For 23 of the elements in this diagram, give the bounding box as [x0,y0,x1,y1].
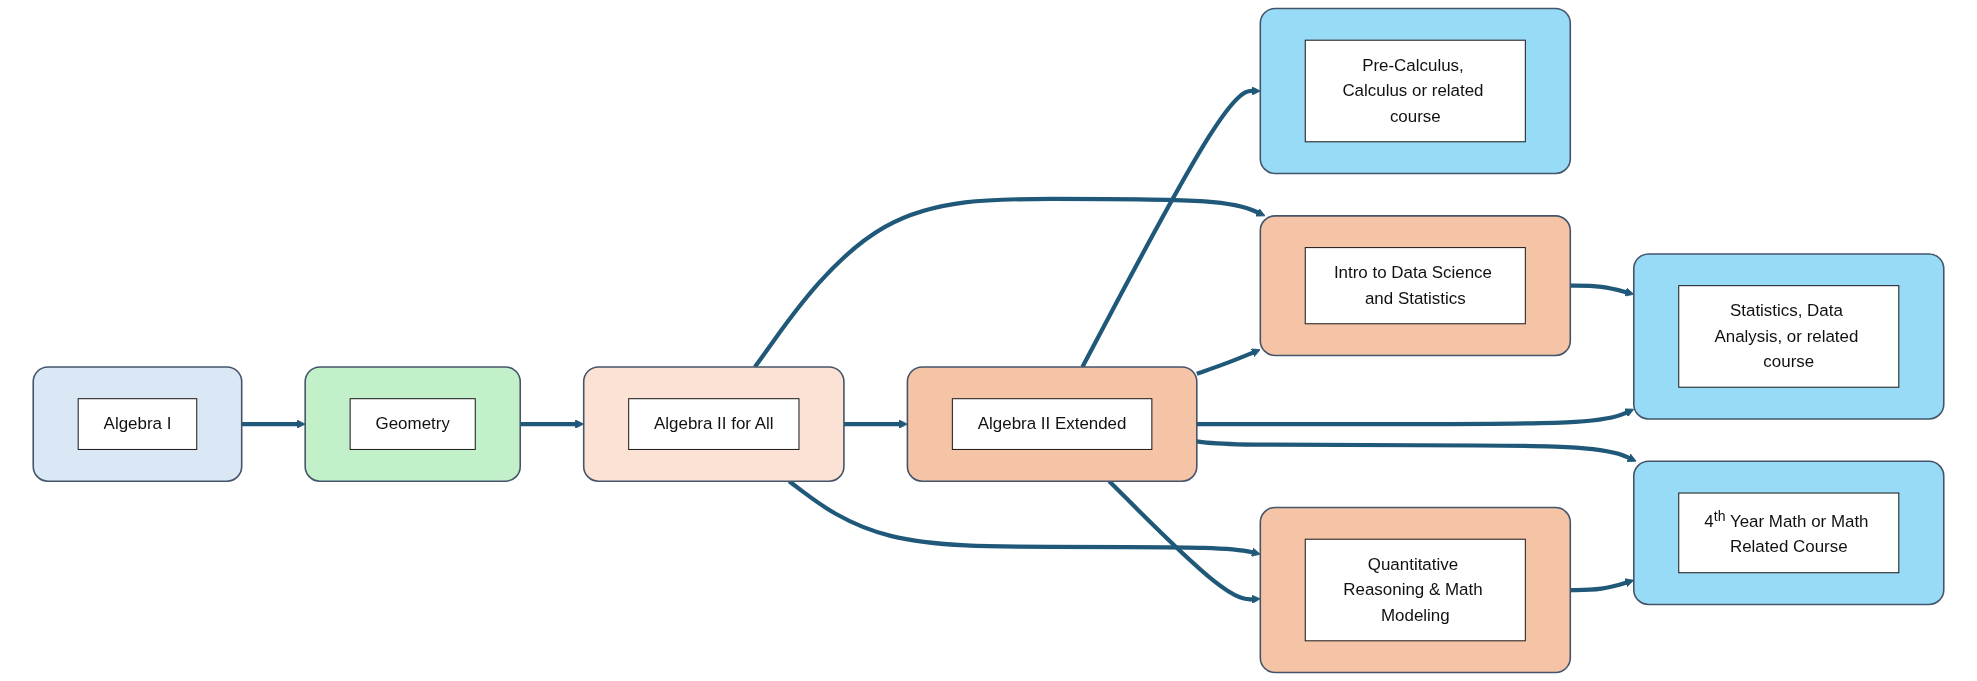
cluster [1259,7,1572,175]
node-box: Statistics, Data Analysis, or related course [1678,285,1900,388]
cluster [1259,506,1572,674]
cluster [1633,253,1945,420]
node-box: Geometry [349,398,476,450]
arrow [1196,439,1637,462]
arrow [843,419,908,429]
node-box: Algebra II for All [628,398,800,450]
cluster [1259,215,1572,357]
cluster [32,366,243,482]
arrow [1080,86,1261,368]
cluster [906,366,1198,482]
node-box: 4$^{th}$ Year Math or Math Related Course [1678,492,1900,574]
node-box: Algebra II Extended [951,398,1153,450]
arrow [241,419,306,429]
cluster [304,366,522,482]
cluster [582,366,845,482]
cluster [1633,460,1945,606]
node-box: Quantitative Reasoning & Math Modeling [1304,538,1526,642]
arrow [1196,348,1261,376]
node-box: Intro to Data Science and Statistics [1304,247,1526,325]
node-box: Pre-Calculus, Calculus or related course [1304,39,1526,143]
node-box: Algebra I [77,398,198,450]
